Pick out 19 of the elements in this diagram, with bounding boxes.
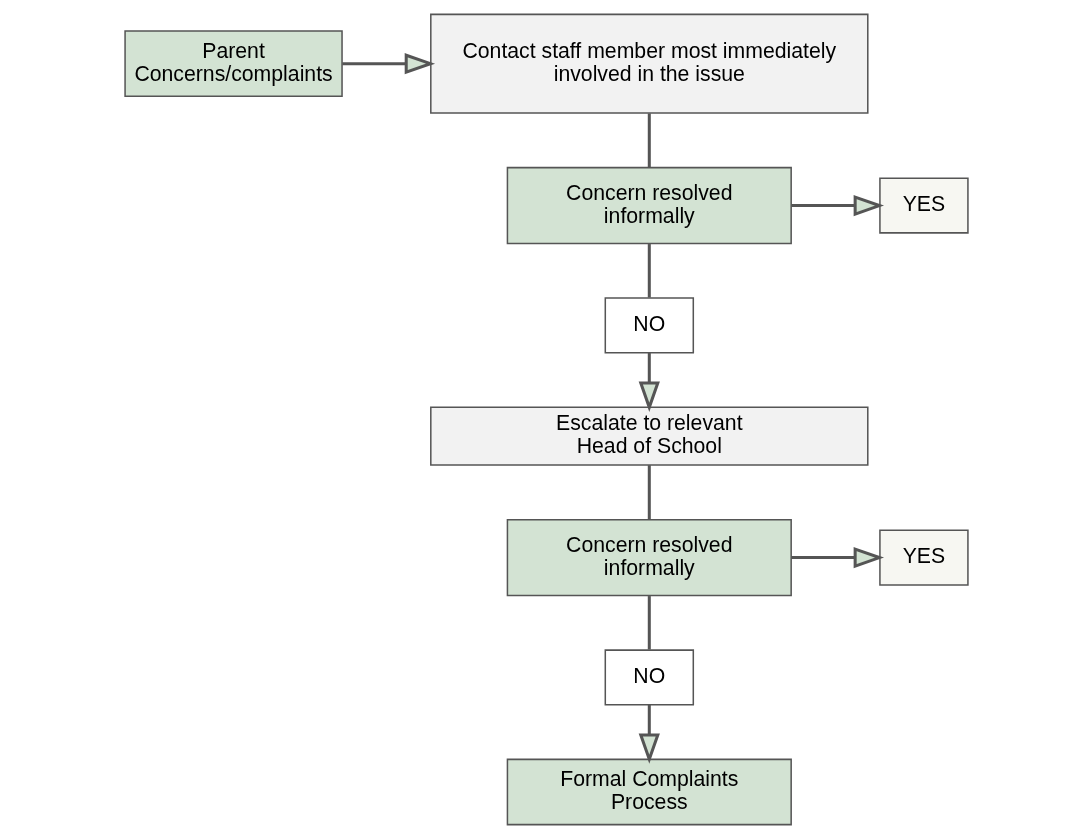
node-box: YES [878, 177, 969, 234]
connector [647, 244, 651, 298]
connector [647, 113, 651, 168]
node-box: Parent Concerns/complaints [123, 30, 343, 98]
arrow [790, 194, 884, 217]
arrow [638, 353, 660, 412]
arrow [341, 53, 435, 75]
arrow [790, 546, 884, 569]
node-box: Concern resolved informally [506, 166, 792, 245]
node-box: Contact staff member most immediately involved in the issue [429, 13, 869, 114]
node-box: NO [604, 649, 694, 706]
node-box: Formal Complaints Process [506, 758, 792, 826]
node-box: YES [878, 529, 969, 586]
node-box: Concern resolved informally [506, 518, 792, 597]
arrow [638, 704, 660, 764]
connector [647, 596, 651, 650]
node-box: Escalate to relevant Head of School [429, 406, 869, 466]
node-box: NO [604, 297, 694, 354]
connector [647, 465, 651, 520]
